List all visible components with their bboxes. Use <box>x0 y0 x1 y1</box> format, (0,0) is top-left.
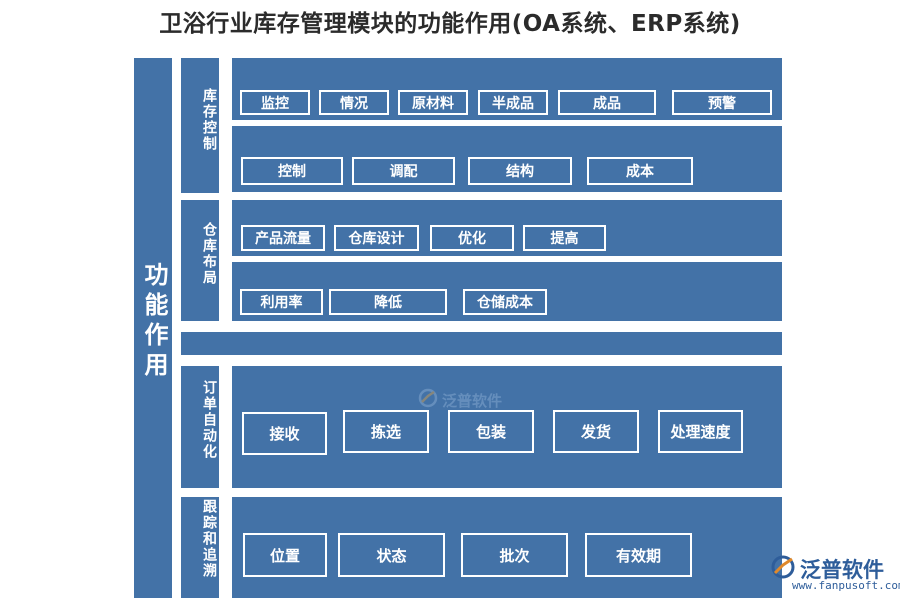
tag-raw-material: 原材料 <box>398 90 468 115</box>
tag-monitor: 监控 <box>240 90 310 115</box>
tag-warehouse-design: 仓库设计 <box>334 225 419 251</box>
separator-bar <box>181 332 782 355</box>
main-label: 功能作用 <box>140 262 168 382</box>
tag-location: 位置 <box>243 533 327 577</box>
category-label-tracking: 跟踪和追溯 <box>201 499 217 579</box>
tag-optimize: 优化 <box>430 225 514 251</box>
category-inventory-control <box>181 58 219 193</box>
diagram-title: 卫浴行业库存管理模块的功能作用(OA系统、ERP系统) <box>159 11 741 37</box>
fanpu-logo-icon <box>418 388 438 412</box>
tag-packing: 包装 <box>448 410 534 453</box>
category-label-warehouse-layout: 仓库布局 <box>201 222 217 286</box>
tag-finished-goods: 成品 <box>558 90 656 115</box>
tag-cost: 成本 <box>587 157 693 185</box>
tag-structure: 结构 <box>468 157 572 185</box>
tag-control: 控制 <box>241 157 343 185</box>
tag-shipping: 发货 <box>553 410 639 453</box>
tag-reduce: 降低 <box>329 289 447 315</box>
watermark-center-text: 泛普软件 <box>442 391 503 410</box>
fanpu-logo-icon <box>770 554 796 584</box>
tag-utilization: 利用率 <box>240 289 323 315</box>
category-label-order-automation: 订单自动化 <box>201 380 217 460</box>
tag-receive: 接收 <box>242 412 327 455</box>
main-column <box>134 58 172 598</box>
tag-status: 状态 <box>338 533 445 577</box>
tag-batch: 批次 <box>461 533 568 577</box>
category-tracking <box>181 497 219 598</box>
category-label-inventory-control: 库存控制 <box>201 88 217 152</box>
watermark-url: www.fanpusoft.com <box>792 579 900 592</box>
tag-improve: 提高 <box>523 225 606 251</box>
watermark-center: 泛普软件 <box>418 388 502 412</box>
tag-picking: 拣选 <box>343 410 429 453</box>
tag-expiry: 有效期 <box>585 533 692 577</box>
tag-warning: 预警 <box>672 90 772 115</box>
tag-processing-speed: 处理速度 <box>658 410 743 453</box>
category-order-automation <box>181 366 219 488</box>
watermark-corner: 泛普软件 <box>770 554 884 584</box>
category-warehouse-layout <box>181 200 219 321</box>
tag-storage-cost: 仓储成本 <box>463 289 547 315</box>
watermark-corner-brand: 泛普软件 <box>800 558 884 582</box>
tag-status-situation: 情况 <box>319 90 389 115</box>
tag-semi-finished: 半成品 <box>478 90 548 115</box>
tag-product-flow: 产品流量 <box>241 225 325 251</box>
tag-allocation: 调配 <box>352 157 455 185</box>
